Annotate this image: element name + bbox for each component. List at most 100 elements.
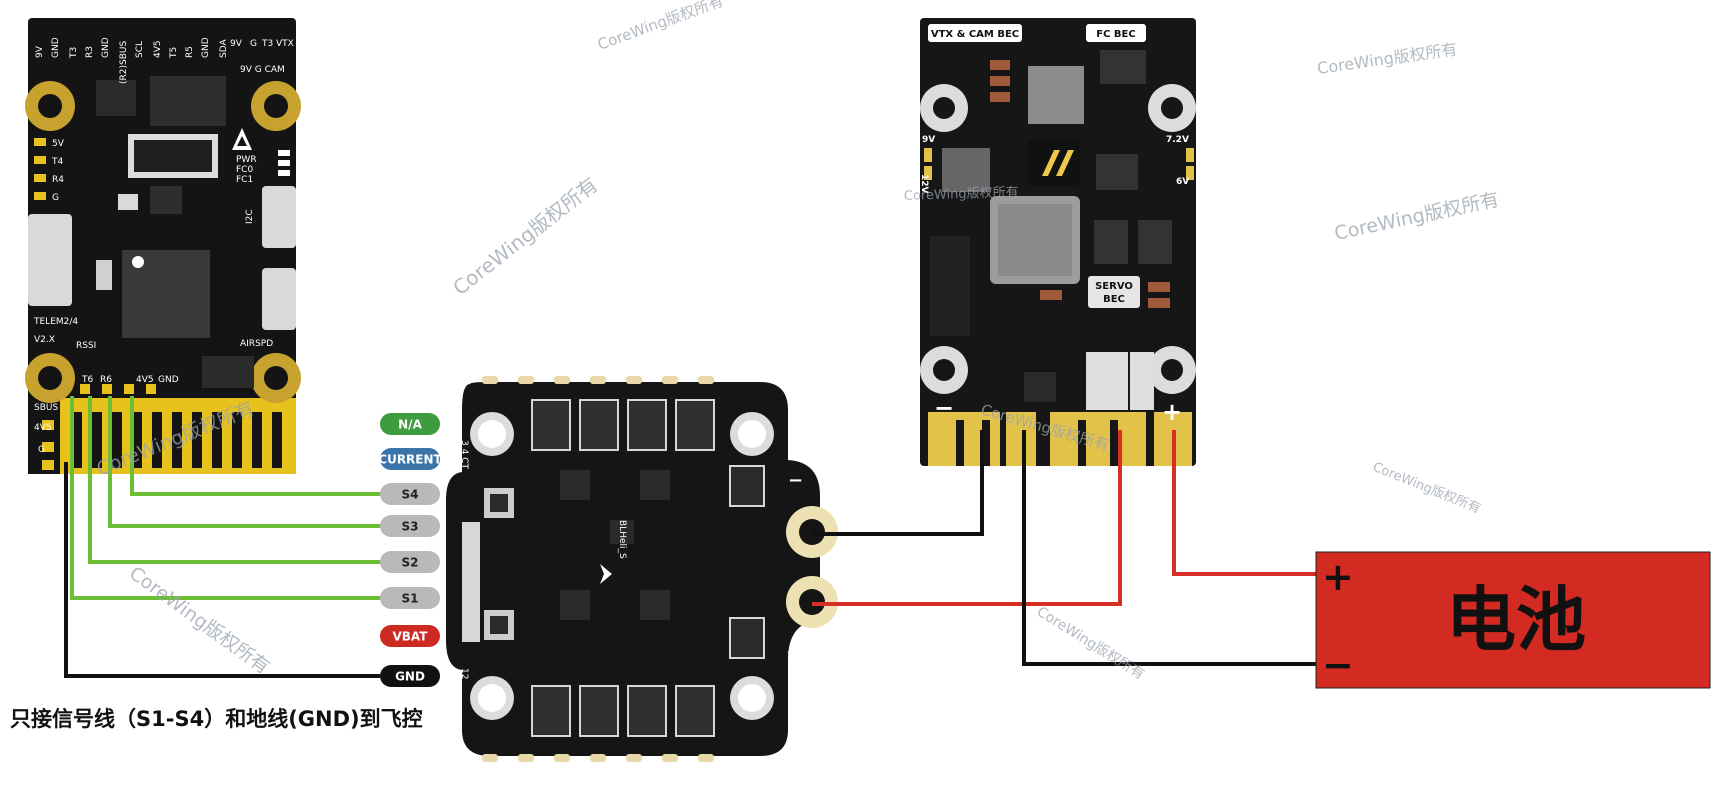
fc-pad-label: S11: [270, 403, 289, 413]
watermark: CoreWing版权所有: [1034, 604, 1147, 683]
pdb-vtx-cam-bec-label: VTX & CAM BEC: [931, 29, 1019, 40]
fc-top-label: GND: [201, 37, 211, 58]
watermark: CoreWing版权所有: [595, 0, 726, 54]
pin-s3-text: S3: [402, 520, 419, 534]
pdb-board: [920, 18, 1196, 466]
fc-bottom-label: T6: [81, 375, 93, 385]
fc-version-label: V2.X: [34, 335, 55, 345]
fc-top-label: (R2)SBUS: [119, 41, 129, 84]
pin-na-pill: [380, 413, 440, 435]
fc-top-label: T3: [69, 47, 79, 59]
fc-bottom-label: 4V5: [136, 375, 154, 385]
fc-left-pad-label: 4V5: [34, 423, 52, 433]
signal-wire-s2: [88, 396, 380, 564]
fc-pad-label: S10: [246, 403, 265, 413]
watermark: CoreWing版权所有: [448, 172, 602, 300]
watermark: CoreWing版权所有: [1316, 39, 1459, 77]
pdb-fc-bec-label: FC BEC: [1096, 29, 1135, 40]
watermark: CoreWing版权所有: [1332, 188, 1501, 244]
pdb-9v-label: 9V: [922, 135, 935, 145]
fc-side-label: R4: [52, 175, 64, 185]
fc-side-label: 5V: [52, 139, 65, 149]
pdb-minus-symbol: −: [934, 394, 954, 422]
esc-top-label: 3 4 CT: [459, 440, 469, 469]
esc-pin-labels: N/A CURRENT S4 S3 S2 S1 VBAT GND: [378, 413, 443, 687]
pin-s3-pill: [380, 515, 440, 537]
fc-top-label: SDA: [219, 39, 229, 58]
pdb-6v-label: 6V: [1176, 177, 1189, 187]
pin-vbat-text: VBAT: [393, 630, 429, 644]
watermark: CoreWing版权所有: [904, 184, 1019, 204]
battery-label: 电池: [1446, 579, 1586, 661]
fc-led-label: FC1: [236, 175, 253, 185]
esc-chip-label: BLHeli_S: [617, 520, 627, 559]
fc-pad-label: S9: [226, 403, 239, 413]
fc-pad-label: S3: [106, 403, 119, 413]
fc-top-label: SCL: [135, 41, 145, 58]
esc-minus-symbol: −: [788, 470, 803, 491]
battery: + − 电池: [1315, 551, 1711, 689]
watermark: CoreWing版权所有: [1371, 459, 1483, 517]
pin-gnd-text: GND: [395, 670, 425, 684]
fc-top-label: 9V: [35, 45, 45, 58]
pin-s2-text: S2: [402, 556, 419, 570]
pdb-plus-symbol: +: [1162, 398, 1182, 426]
fc-bottom-label: R6: [100, 375, 112, 385]
pin-s2-pill: [380, 551, 440, 573]
watermark: CoreWing版权所有: [125, 562, 274, 678]
pdb-servo-bec-line2: BEC: [1103, 294, 1125, 305]
fc-pad-label: S8: [206, 403, 219, 413]
fc-top-labels: 9V GND T3 R3 GND (R2)SBUS SCL 4V5 T5 R5 …: [33, 37, 294, 455]
ground-wire-fc: [64, 462, 380, 678]
fc-side-label: T4: [51, 157, 63, 167]
signal-wire-s1: [70, 396, 380, 600]
signal-wire-s3: [108, 396, 380, 528]
pin-s1-pill: [380, 587, 440, 609]
fc-pad-label: S2: [86, 403, 99, 413]
battery-body: [1315, 551, 1711, 689]
fc-led-label: PWR: [236, 155, 257, 165]
pin-s4-pill: [380, 483, 440, 505]
pdb-72v-label: 7.2V: [1166, 135, 1189, 145]
flight-controller-board: [25, 18, 301, 474]
pin-na-text: N/A: [398, 418, 422, 432]
fc-top-label: 4V5: [153, 40, 163, 58]
pin-current-pill: [380, 448, 440, 470]
fc-rssi-label: RSSI: [76, 341, 96, 351]
signal-wire-s4: [130, 396, 380, 496]
pdb-servo-bec-line1: SERVO: [1095, 281, 1133, 292]
battery-minus-symbol: −: [1322, 643, 1354, 687]
pin-vbat-pill: [380, 625, 440, 647]
pin-s1-text: S1: [402, 592, 419, 606]
fc-top-label: T5: [169, 47, 179, 59]
fc-top-label: GND: [101, 37, 111, 58]
esc-positive-wire: [812, 430, 1122, 606]
esc-bottom-label: 12: [459, 668, 469, 679]
pdb-12v-label: 12V: [919, 174, 929, 194]
fc-bottom-label: GND: [158, 375, 179, 385]
fc-top-label: T3: [261, 39, 273, 49]
fc-pad-label: SBUS: [34, 403, 58, 413]
esc-board: [446, 376, 838, 762]
fc-pad-label: S5: [146, 403, 159, 413]
signal-wires: [70, 396, 380, 600]
battery-plus-symbol: +: [1322, 555, 1354, 599]
fc-side-label: G: [52, 193, 59, 203]
fc-top-label: GND: [51, 37, 61, 58]
fc-i2c-label: I2C: [245, 209, 255, 224]
fc-top-label: R5: [185, 46, 195, 58]
caption: 只接信号线（S1-S4）和地线(GND)到飞控: [10, 707, 423, 731]
fc-top-label: G: [250, 39, 257, 49]
fc-cam-label: 9V G CAM: [240, 65, 285, 75]
fc-top-label: VTX: [276, 39, 294, 49]
fc-top-label: 9V: [230, 39, 243, 49]
fc-pad-label: S6: [166, 403, 179, 413]
fc-telem-label: TELEM2/4: [33, 317, 78, 327]
fc-pad-label: S7: [186, 403, 199, 413]
battery-negative-wire: [1022, 430, 1316, 666]
pin-current-text: CURRENT: [378, 453, 442, 467]
pin-s4-text: S4: [402, 488, 419, 502]
fc-left-pad-label: G: [38, 445, 45, 455]
esc-negative-wire: [812, 430, 984, 536]
